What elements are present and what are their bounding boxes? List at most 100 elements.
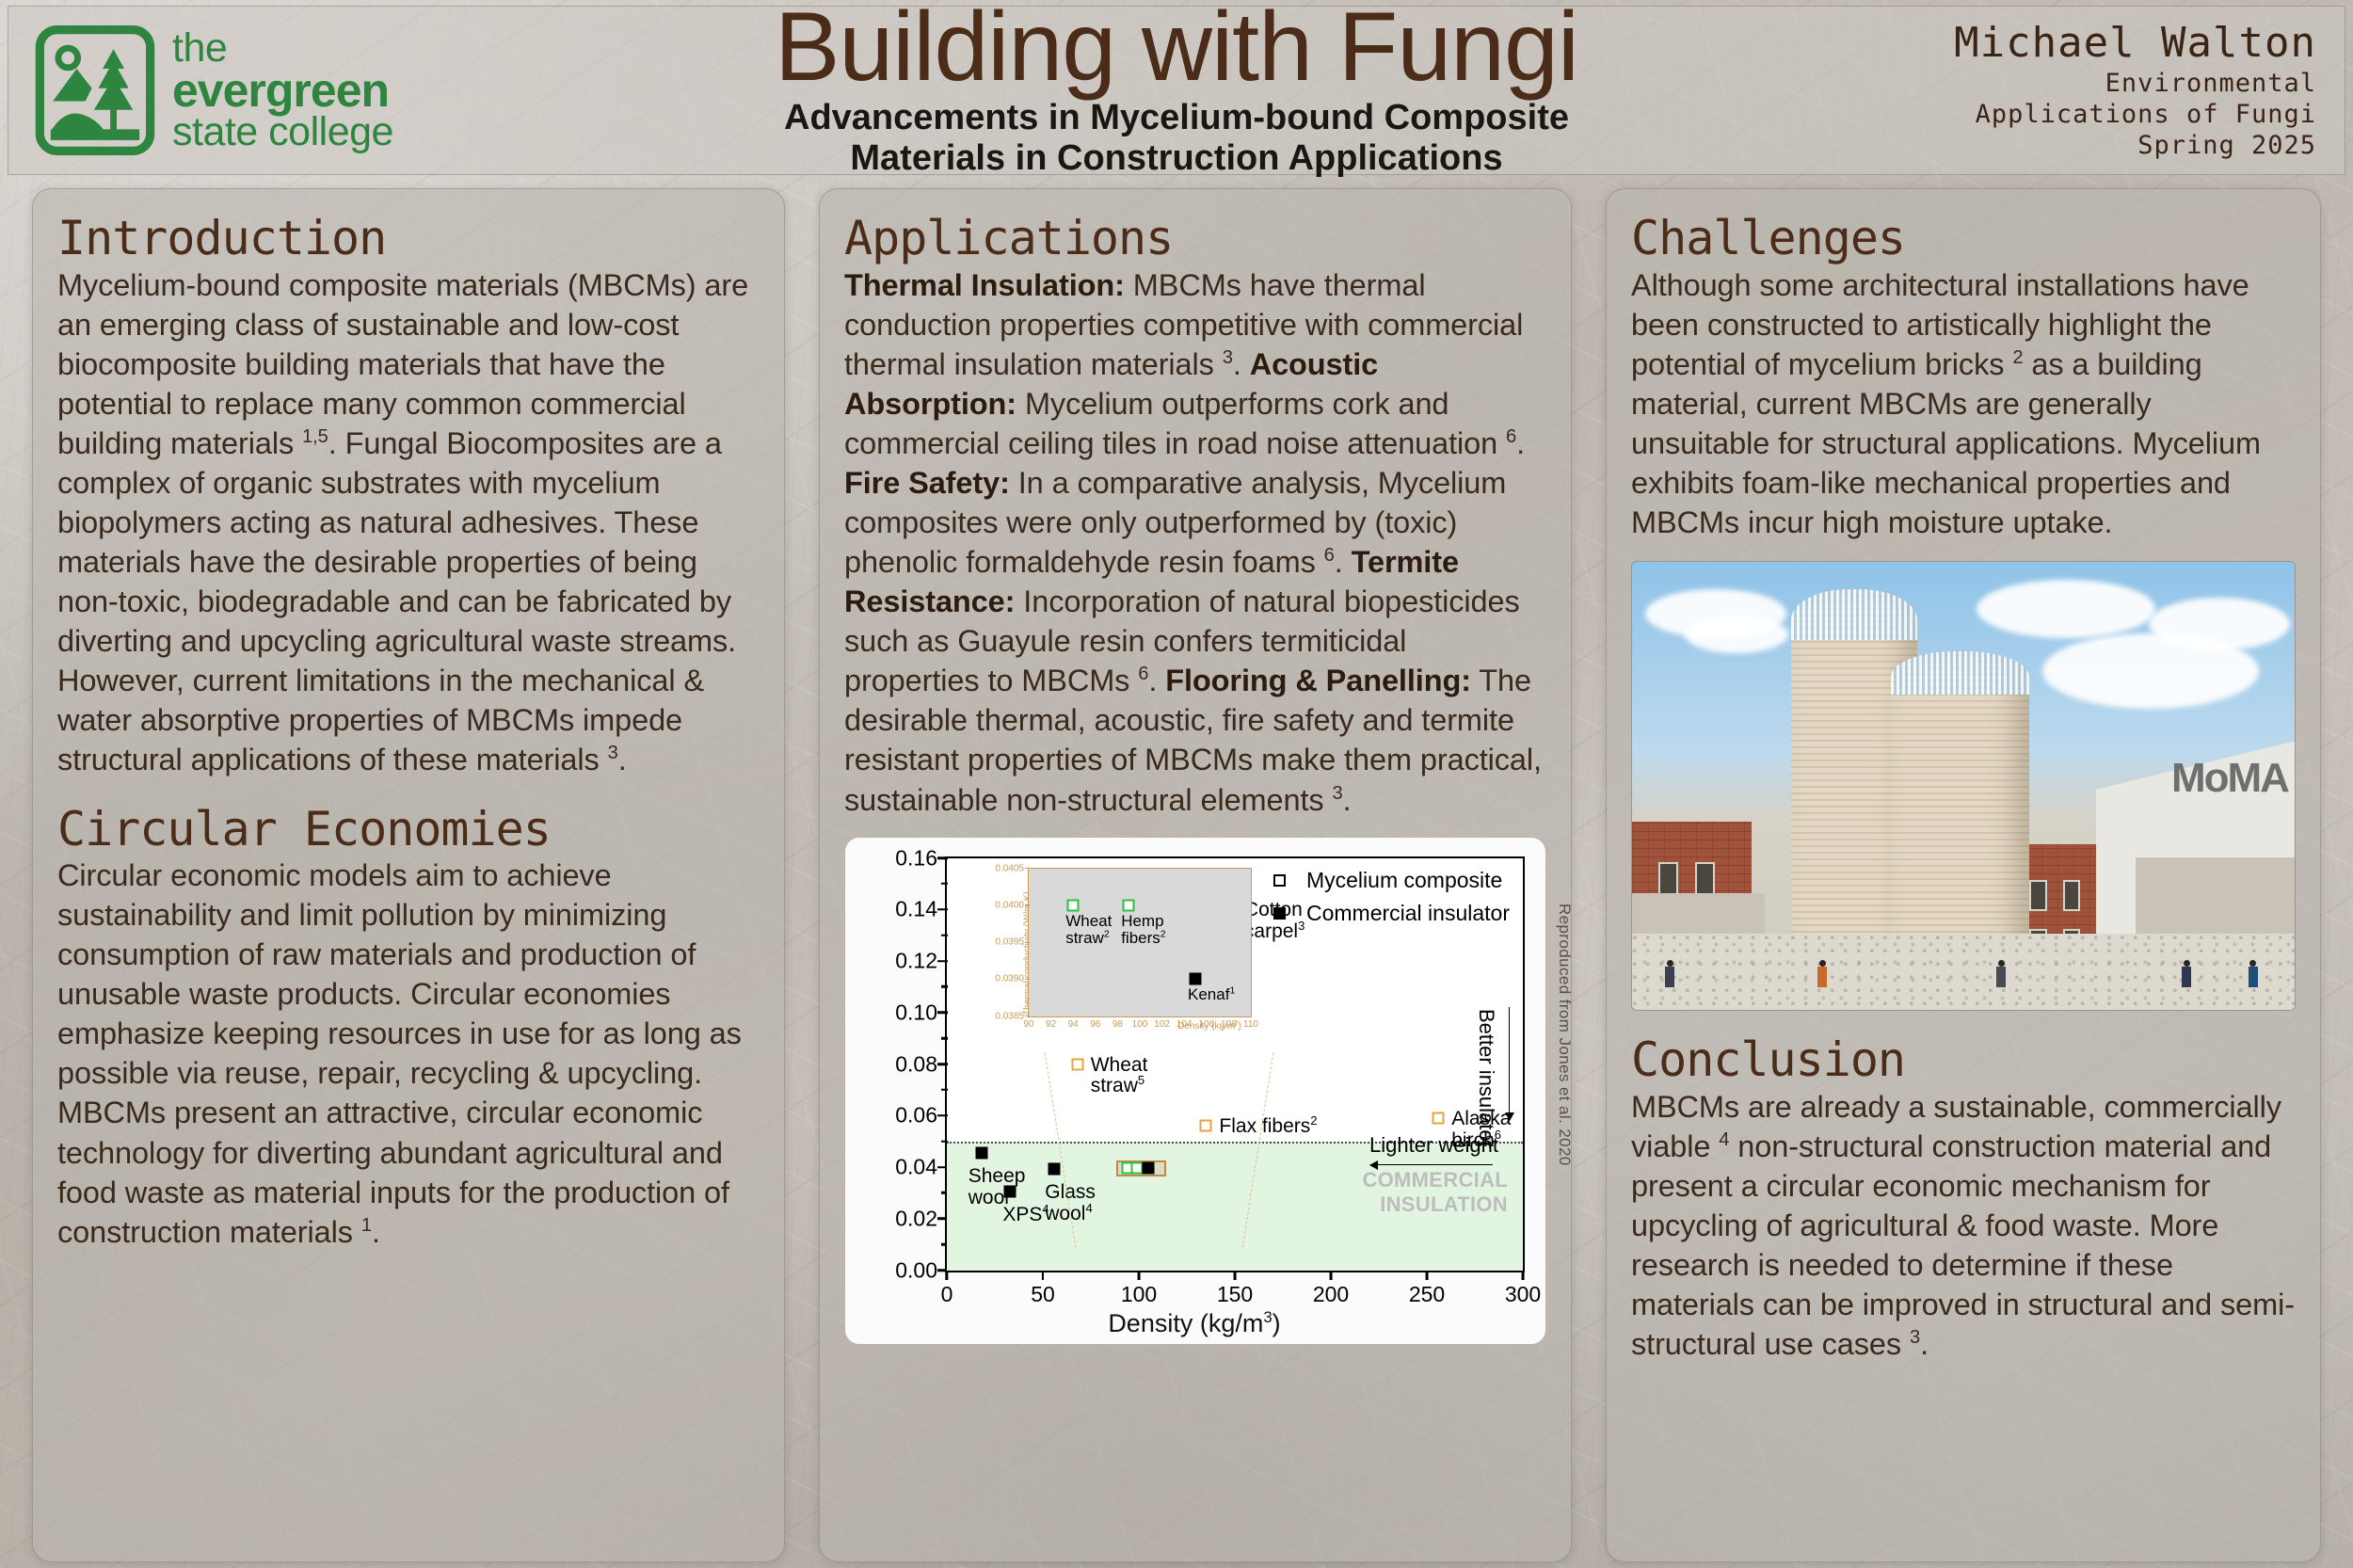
chart-x-axis-label: Density (kg/m3) (1108, 1307, 1281, 1337)
chart-point-alaska-birch (1432, 1112, 1445, 1125)
legend-marker-open-square (1273, 873, 1286, 887)
legend-label: Mycelium composite (1305, 867, 1503, 892)
applications-list: Thermal Insulation: MBCMs have thermal c… (844, 265, 1546, 820)
heading-conclusion: Conclusion (1631, 1032, 1906, 1088)
chart-point-xps (1003, 1185, 1016, 1198)
poster-subtitle-line-2: Materials in Construction Applications (850, 138, 1503, 179)
chart-y-tick: 0.16 (895, 845, 947, 871)
chart-cluster-point-2 (1142, 1161, 1155, 1175)
chart-attribution: Reproduced from Jones et al. 2020 (1556, 903, 1574, 1166)
chart-x-tick: 100 (1121, 1271, 1157, 1307)
challenges-body: Although some architectural installation… (1631, 267, 2261, 539)
inset-y-tick: 0.0395 (995, 937, 1029, 948)
logo-line-state-college: state college (172, 109, 393, 154)
chart-point-label: Wheat straw5 (1090, 1053, 1148, 1097)
chart-point-flax-fibers (1199, 1119, 1212, 1132)
moma-sign-text: MoMA (2171, 754, 2290, 801)
chart-cluster-point-1 (1130, 1161, 1144, 1175)
chart-y-tick: 0.12 (895, 949, 947, 974)
college-logo: the evergreen state college (8, 25, 488, 155)
inset-x-tick: 104 (1176, 1018, 1193, 1030)
chart-point-label: Sheep wool1 (968, 1165, 1026, 1208)
heading-challenges: Challenges (1631, 211, 1906, 265)
inset-x-tick: 96 (1090, 1018, 1101, 1030)
chart-point-label: Cotton carpel3 (1243, 899, 1305, 943)
chart-y-tick: 0.04 (895, 1155, 947, 1180)
inset-x-tick: 110 (1243, 1018, 1258, 1030)
inset-y-tick: 0.0405 (995, 863, 1029, 873)
lighter-weight-arrow-icon (1369, 1160, 1493, 1169)
inset-y-tick: 0.0400 (995, 900, 1029, 910)
inset-point-hemp-fibers (1122, 899, 1135, 912)
heading-introduction: Introduction (57, 211, 387, 265)
application-item-2: Fire Safety: In a comparative analysis, … (844, 465, 1507, 580)
legend-entry-0: Mycelium composite (1273, 868, 1510, 893)
logo-line-evergreen: evergreen (172, 64, 390, 117)
chart-point-label: Alaska birch6 (1451, 1108, 1512, 1151)
inset-x-tick: 90 (1023, 1018, 1034, 1030)
poster-columns: Introduction Mycelium-bound composite ma… (0, 188, 2353, 1562)
inset-y-tick: 0.0385 (995, 1011, 1029, 1021)
affiliation-line-2: Applications of Fungi (1975, 100, 2316, 130)
chart-x-tick: 200 (1313, 1271, 1349, 1307)
panel-introduction: Introduction Mycelium-bound composite ma… (32, 188, 785, 1562)
legend-label: Commercial insulator (1305, 900, 1510, 925)
thermal-conductivity-chart: Reproduced from Jones et al. 2020 Therma… (844, 836, 1574, 1345)
heading-applications: Applications (844, 211, 1174, 265)
panel-applications: Applications Thermal Insulation: MBCMs h… (819, 188, 1574, 1562)
poster-header: the evergreen state college Building wit… (8, 0, 2345, 178)
title-block: Building with Fungi Advancements in Myce… (488, 0, 1893, 180)
chart-y-tick: 0.06 (895, 1103, 947, 1128)
poster-title: Building with Fungi (775, 0, 1579, 102)
chart-inset: Thermal conductivity (W/m·K) 0.03850.039… (969, 863, 1258, 1049)
better-insulator-annotation: Better insulator (1475, 1008, 1498, 1148)
inset-x-tick: 94 (1067, 1018, 1079, 1030)
chart-point-glass-wool (1048, 1162, 1061, 1176)
inset-point-label: Kenaf1 (1188, 984, 1236, 1004)
application-item-3: Termite Resistance: Incorporation of nat… (844, 545, 1520, 698)
lighter-weight-annotation: Lighter weight (1369, 1132, 1498, 1157)
inset-x-tick: 98 (1112, 1018, 1123, 1030)
inset-plot-area: 0.0385 0.0390 0.0395 0.0400 0.0405 90 92 94 96 98… (995, 863, 1258, 1032)
hyfi-mycelium-tower-photo: MoMA (1631, 561, 2296, 1012)
application-item-4: Flooring & Panelling: The desirable ther… (844, 664, 1542, 817)
term-label: Spring 2025 (2137, 130, 2316, 160)
heading-circular-economies: Circular Economies (57, 801, 552, 856)
author-name: Michael Walton (1954, 19, 2316, 68)
inset-x-tick: 106 (1198, 1018, 1215, 1030)
chart-x-tick: 150 (1217, 1271, 1253, 1307)
chart-point-sheep-wool (975, 1146, 988, 1160)
chart-y-tick: 0.02 (895, 1206, 947, 1231)
better-insulator-arrow-icon (1505, 1006, 1513, 1121)
inset-x-tick: 92 (1046, 1018, 1057, 1030)
chart-point-wheat-straw (1071, 1058, 1084, 1071)
chart-y-tick: 0.08 (895, 1051, 947, 1077)
chart-y-tick: 0.00 (895, 1257, 947, 1283)
chart-point-label: Glass wool4 (1045, 1181, 1096, 1224)
conclusion-body: MBCMs are already a sustainable, commerc… (1631, 1089, 2295, 1362)
chart-x-tick: 0 (941, 1271, 953, 1307)
inset-x-tick: 100 (1131, 1018, 1148, 1030)
legend-marker-filled-square (1273, 906, 1286, 920)
inset-y-tick: 0.0390 (995, 974, 1029, 984)
affiliation-line-1: Environmental (2105, 69, 2316, 99)
author-block: Michael Walton Environmental Application… (1893, 19, 2345, 162)
logo-line-the: the (172, 24, 228, 71)
chart-y-tick: 0.14 (895, 897, 947, 922)
chart-point-label: Flax fibers2 (1219, 1113, 1318, 1138)
inset-x-axis-label: Density (kg/m3) (1177, 1019, 1241, 1032)
chart-legend: Mycelium composite Commercial insulator (1273, 868, 1510, 934)
inset-x-tick: 108 (1221, 1018, 1237, 1030)
chart-x-tick: 300 (1505, 1271, 1541, 1307)
poster-subtitle-line-1: Advancements in Mycelium-bound Composite (784, 97, 1569, 137)
legend-entry-1: Commercial insulator (1273, 901, 1510, 926)
chart-y-tick: 0.10 (895, 1000, 947, 1025)
panel-challenges-conclusion: Challenges Although some architectural i… (1606, 188, 2321, 1562)
application-item-0: Thermal Insulation: MBCMs have thermal c… (844, 267, 1524, 381)
inset-point-kenaf (1189, 972, 1202, 985)
